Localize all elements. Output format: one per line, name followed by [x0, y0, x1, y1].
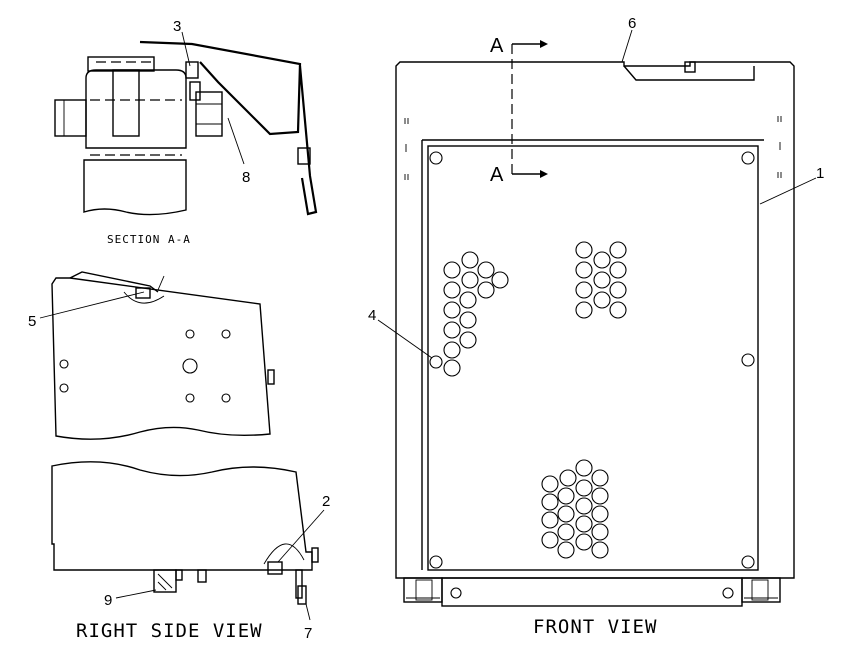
svg-text:8: 8: [242, 169, 250, 186]
mount-pad-item-9: [153, 569, 177, 593]
svg-text:9: 9: [104, 592, 112, 609]
svg-text:A: A: [490, 164, 504, 186]
right-side-view-title: RIGHT SIDE VIEW: [76, 620, 263, 642]
section-cut-line-a-a: A A: [490, 35, 548, 186]
callout-3: 3: [173, 18, 191, 67]
callout-5: 5: [28, 291, 145, 330]
front-view: A A: [395, 35, 795, 607]
side-panel-upper: [51, 277, 271, 440]
mounting-bracket: [139, 40, 302, 136]
side-panel-lower: [51, 461, 313, 571]
bottom-rail: [441, 577, 743, 607]
svg-text:A: A: [490, 35, 504, 57]
filler-cap: [87, 56, 155, 72]
svg-text:2: 2: [322, 493, 330, 510]
svg-text:6: 6: [628, 15, 636, 32]
front-panel: [427, 145, 759, 571]
svg-text:3: 3: [173, 18, 181, 35]
callout-2: 2: [277, 493, 330, 563]
svg-text:1: 1: [816, 165, 824, 182]
callout-8: 8: [227, 117, 250, 186]
side-inlet: [54, 99, 87, 137]
clip-item-7: [297, 585, 307, 605]
vent-holes-upper-right: [575, 241, 627, 319]
vent-holes-left: [443, 251, 509, 377]
section-a-a-view: [54, 40, 318, 216]
callout-7: 7: [304, 603, 312, 642]
callout-9: 9: [104, 589, 157, 609]
svg-text:5: 5: [28, 313, 36, 330]
callout-6: 6: [621, 15, 636, 63]
vent-holes-lower: [541, 459, 609, 559]
section-a-a-title: SECTION A-A: [107, 233, 191, 246]
callout-1: 1: [759, 165, 824, 205]
right-side-view: [51, 271, 319, 605]
bolt-item-4: [429, 355, 443, 369]
front-view-title: FRONT VIEW: [533, 616, 657, 638]
svg-text:4: 4: [368, 307, 376, 324]
callout-4: 4: [368, 307, 433, 359]
svg-text:7: 7: [304, 625, 312, 642]
bolt-item-8: [195, 91, 223, 137]
